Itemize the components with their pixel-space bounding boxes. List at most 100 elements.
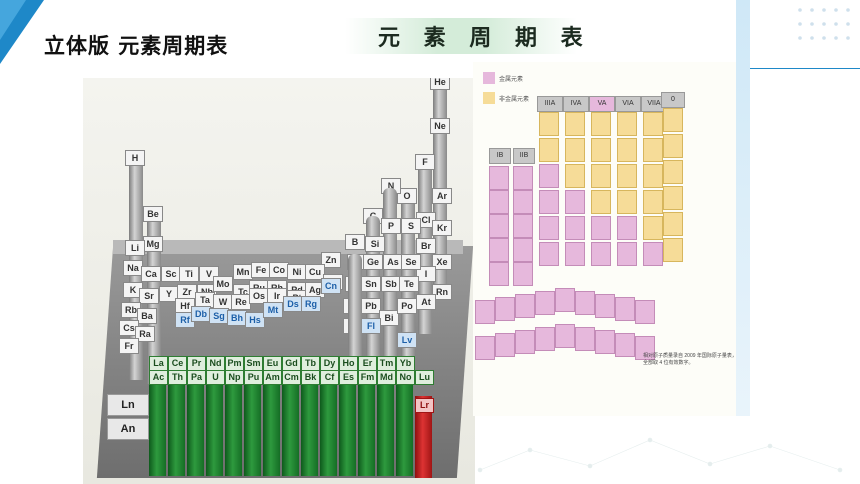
nonmetal-cell: [565, 112, 585, 136]
nonmetal-cell: [643, 164, 663, 188]
lanthanide-cap: Tb: [301, 356, 320, 371]
f-block-column: [244, 380, 261, 476]
cap-h: H: [125, 150, 145, 166]
group-header-ib: IB: [489, 148, 511, 164]
nonmetal-cell: [663, 212, 683, 236]
metal-cell: [513, 238, 533, 262]
nonmetal-cell: [643, 216, 663, 240]
cap-ds: Ds: [283, 296, 303, 312]
nonmetal-cell: [539, 112, 559, 136]
actinide-cap: Fm: [358, 370, 377, 385]
cap-cn: Cn: [321, 278, 341, 294]
cap-ra: Ra: [135, 326, 155, 342]
actinide-cap: Pu: [244, 370, 263, 385]
metal-cell: [565, 242, 585, 266]
nonmetal-cell: [591, 190, 611, 214]
cap-f: F: [415, 154, 435, 170]
f-block-column: [263, 380, 280, 476]
actinide-cap: Cm: [282, 370, 301, 385]
header-divider-line: [750, 68, 860, 69]
actinide-cap: No: [396, 370, 415, 385]
actinide-cap: Pa: [187, 370, 206, 385]
f-block-column: [149, 380, 166, 476]
nonmetal-cell: [617, 190, 637, 214]
cap-hs: Hs: [245, 312, 265, 328]
cap-he: He: [430, 78, 450, 90]
cap-o: O: [397, 188, 417, 204]
cap-sg: Sg: [209, 308, 229, 324]
printed-periodic-table-image: 金属元素 非金属元素 IIIA IVA VA VIA VIIA 0 IB IIB…: [473, 62, 750, 416]
nonmetal-cell: [617, 112, 637, 136]
lanthanide-cap: Nd: [206, 356, 225, 371]
metal-cell: [489, 190, 509, 214]
cap-mn: Mn: [233, 264, 253, 280]
nonmetal-cell: [617, 164, 637, 188]
cap-se: Se: [401, 254, 421, 270]
metal-cell: [555, 324, 575, 348]
cap-s: S: [401, 218, 421, 234]
nonmetal-cell: [663, 186, 683, 210]
actinide-cap: Es: [339, 370, 358, 385]
metal-cell: [555, 288, 575, 312]
nonmetal-cell: [663, 108, 683, 132]
nonmetal-cell: [643, 112, 663, 136]
group-header-iib: IIB: [513, 148, 535, 164]
metal-cell: [513, 262, 533, 286]
group-header-0: 0: [661, 92, 685, 108]
metal-cell: [595, 330, 615, 354]
actinide-cap: U: [206, 370, 225, 385]
dot-grid-decoration: [798, 8, 850, 40]
cap-bh: Bh: [227, 310, 247, 326]
group-header-via: VIA: [615, 96, 641, 112]
cap-ar: Ar: [432, 188, 452, 204]
cap-at: At: [416, 294, 436, 310]
cap-si: Si: [365, 236, 385, 252]
cap-zn: Zn: [321, 252, 341, 268]
nonmetal-cell: [565, 164, 585, 188]
cap-as: As: [383, 254, 403, 270]
cap-ni: Ni: [287, 264, 307, 280]
cap-xe: Xe: [432, 254, 452, 270]
cap-sb: Sb: [381, 276, 401, 292]
metal-cell: [489, 166, 509, 190]
cap-be: Be: [143, 206, 163, 222]
cap-i: I: [416, 266, 436, 282]
legend-metal-label: 金属元素: [499, 77, 524, 83]
metal-cell: [615, 333, 635, 357]
metal-cell: [489, 262, 509, 286]
nonmetal-cell: [591, 164, 611, 188]
cap-mg: Mg: [143, 236, 163, 252]
cap-ti: Ti: [179, 266, 199, 282]
nonmetal-cell: [591, 138, 611, 162]
lanthanide-cap: Gd: [282, 356, 301, 371]
right-edge-strip: [736, 0, 750, 416]
actinide-cap: Lr: [415, 398, 434, 413]
metal-cell: [575, 327, 595, 351]
metal-cell: [539, 164, 559, 188]
cap-mo: Mo: [213, 276, 233, 292]
metal-cell: [513, 166, 533, 190]
lanthanide-cap: Eu: [263, 356, 282, 371]
metal-cell: [595, 294, 615, 318]
metal-cell: [495, 333, 515, 357]
cap-te: Te: [399, 276, 419, 292]
metal-cell: [475, 300, 495, 324]
actinide-cap: Cf: [320, 370, 339, 385]
f-block-column: [282, 380, 299, 476]
f-block-column: [358, 380, 375, 476]
cap-na: Na: [123, 260, 143, 276]
metal-cell: [535, 291, 555, 315]
cap-br: Br: [416, 238, 436, 254]
lanthanide-cap: Pr: [187, 356, 206, 371]
cap-re: Re: [231, 294, 251, 310]
metal-cell: [575, 291, 595, 315]
cap-p: P: [381, 218, 401, 234]
actinide-cap: Md: [377, 370, 396, 385]
cap-sn: Sn: [361, 276, 381, 292]
metal-cell: [495, 297, 515, 321]
right-title: 元 素 周 期 表: [378, 25, 591, 51]
cap-po: Po: [397, 298, 417, 314]
lanthanide-cap: Sm: [244, 356, 263, 371]
f-block-column: [301, 380, 318, 476]
metal-cell: [535, 327, 555, 351]
